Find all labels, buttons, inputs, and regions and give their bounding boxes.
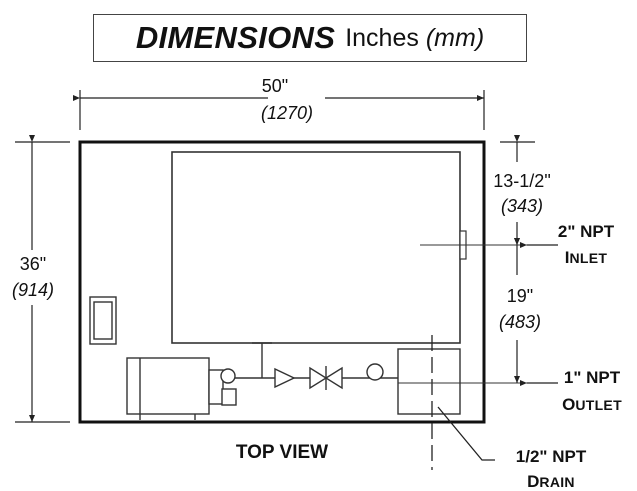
depth-in-label: 36"	[20, 254, 46, 274]
control-box	[89, 296, 117, 345]
view-label: TOP VIEW	[236, 442, 328, 463]
outlet-offset-in-label: 19"	[507, 286, 533, 306]
inlet-name-label: INLET	[565, 248, 608, 267]
inlet-offset-in-label: 13-1/2"	[493, 171, 550, 191]
width-mm-label: (1270)	[261, 103, 313, 123]
drain-leader	[437, 406, 495, 461]
width-in-label: 50"	[262, 76, 288, 96]
title-units: Inches	[345, 23, 419, 52]
strainer-icon	[366, 363, 384, 381]
outlet-name-label: OUTLET	[562, 395, 622, 414]
width-dimension	[73, 90, 485, 130]
drain-name-label: DRAIN	[527, 472, 575, 491]
title-units-mm: (mm)	[425, 23, 485, 52]
depth-mm-label: (914)	[12, 280, 54, 300]
gate-valve-icon	[309, 366, 343, 390]
drain-size-label: 1/2" NPT	[516, 447, 587, 466]
inlet-size-label: 2" NPT	[558, 222, 615, 241]
tank-outline	[171, 151, 461, 344]
inlet-offset-mm-label: (343)	[501, 196, 543, 216]
outlet-size-label: 1" NPT	[564, 368, 621, 387]
depth-dimension	[15, 135, 70, 423]
outlet-offset-mm-label: (483)	[499, 312, 541, 332]
check-valve-icon	[274, 367, 296, 389]
small-tank-outline	[397, 348, 461, 415]
motor-pump	[126, 357, 237, 420]
title-dimensions: DIMENSIONS	[135, 20, 336, 55]
right-dimension-chain	[500, 135, 558, 386]
title-box: DIMENSIONS Inches (mm)	[93, 14, 527, 62]
